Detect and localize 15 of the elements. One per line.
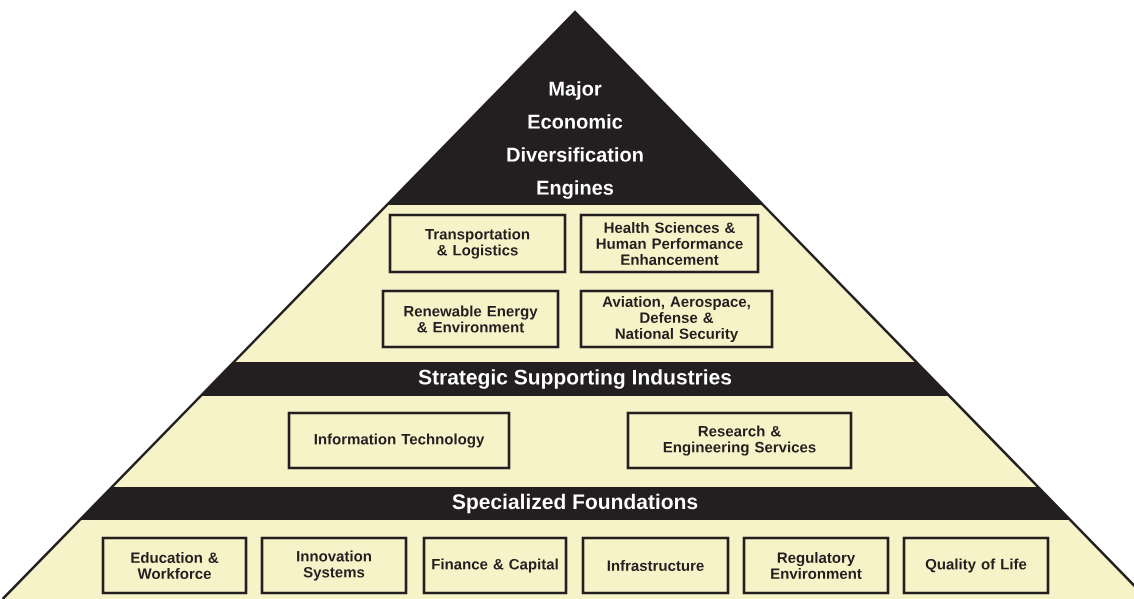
sector-box: Infrastructure bbox=[581, 536, 730, 595]
apex-triangle: Major Economic Diversification Engines bbox=[386, 12, 764, 205]
tier-band: Strategic Supporting Industries bbox=[200, 362, 950, 396]
sector-box: Transportation & Logistics bbox=[388, 213, 567, 274]
tier-band: Specialized Foundations bbox=[79, 487, 1071, 520]
sector-box: Innovation Systems bbox=[260, 536, 408, 595]
sector-box: Regulatory Environment bbox=[742, 536, 890, 595]
sector-box: Finance & Capital bbox=[422, 536, 568, 595]
sector-box: Research & Engineering Services bbox=[626, 411, 853, 470]
sector-box: Renewable Energy & Environment bbox=[381, 289, 560, 349]
sector-box: Quality of Life bbox=[902, 536, 1050, 595]
sector-box: Aviation, Aerospace, Defense & National Security bbox=[579, 289, 774, 349]
sector-box: Information Technology bbox=[287, 411, 511, 470]
sector-box: Health Sciences & Human Performance Enhancement bbox=[579, 213, 760, 274]
sector-box: Education & Workforce bbox=[101, 536, 248, 595]
